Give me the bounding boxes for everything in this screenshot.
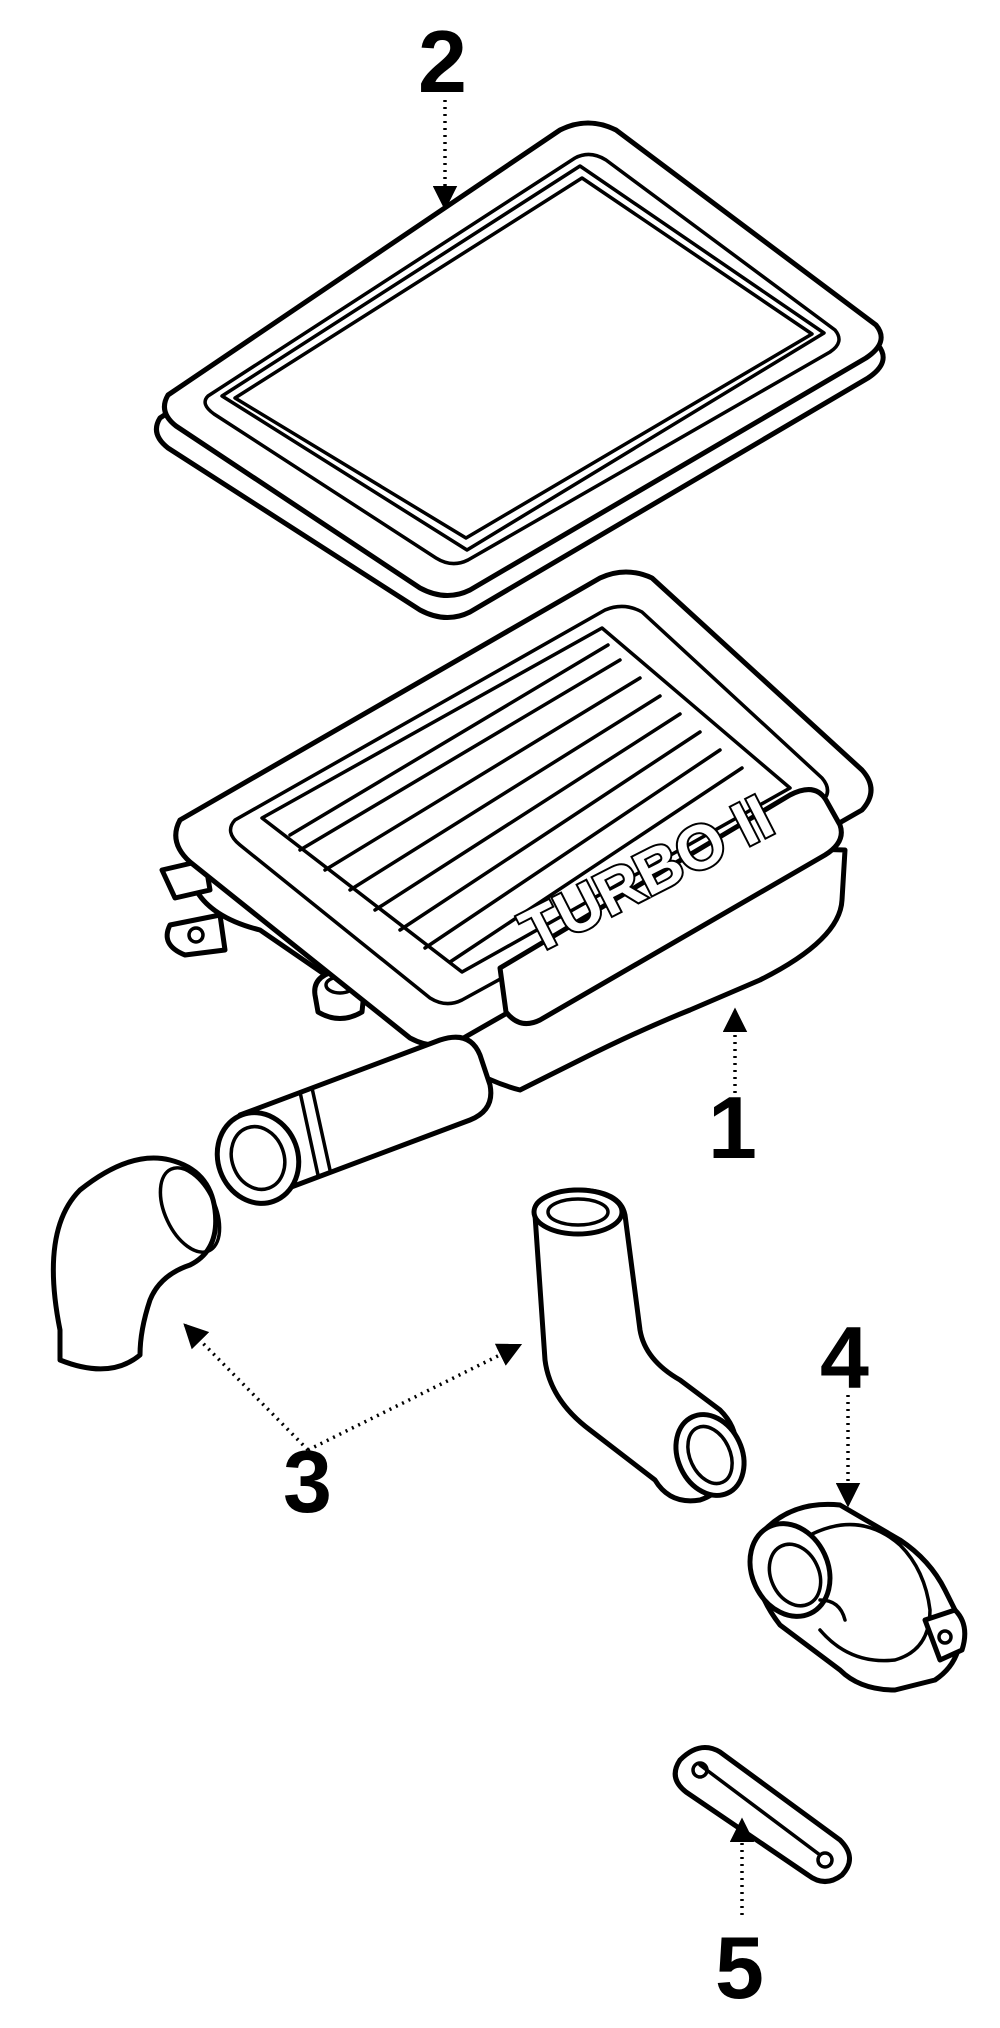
intake-hose-right bbox=[531, 1187, 747, 1504]
callout-3: 3 bbox=[283, 1432, 332, 1531]
housing-grille bbox=[288, 643, 744, 964]
air-filter-element bbox=[153, 120, 886, 620]
callout-labels: 2 1 3 4 5 bbox=[283, 12, 869, 2017]
callout-2: 2 bbox=[418, 12, 467, 111]
callout-1: 1 bbox=[708, 1078, 757, 1177]
air-cleaner-housing: TURBO II bbox=[159, 569, 874, 1206]
callout-4: 4 bbox=[820, 1308, 869, 1407]
leader-3b bbox=[307, 1343, 523, 1452]
intake-hose-left bbox=[50, 1155, 222, 1372]
leader-3a bbox=[183, 1323, 310, 1452]
leader-lines bbox=[183, 100, 861, 1915]
throttle-body-adapter bbox=[747, 1501, 968, 1693]
callout-5: 5 bbox=[715, 1918, 764, 2017]
mounting-bracket bbox=[672, 1745, 852, 1884]
